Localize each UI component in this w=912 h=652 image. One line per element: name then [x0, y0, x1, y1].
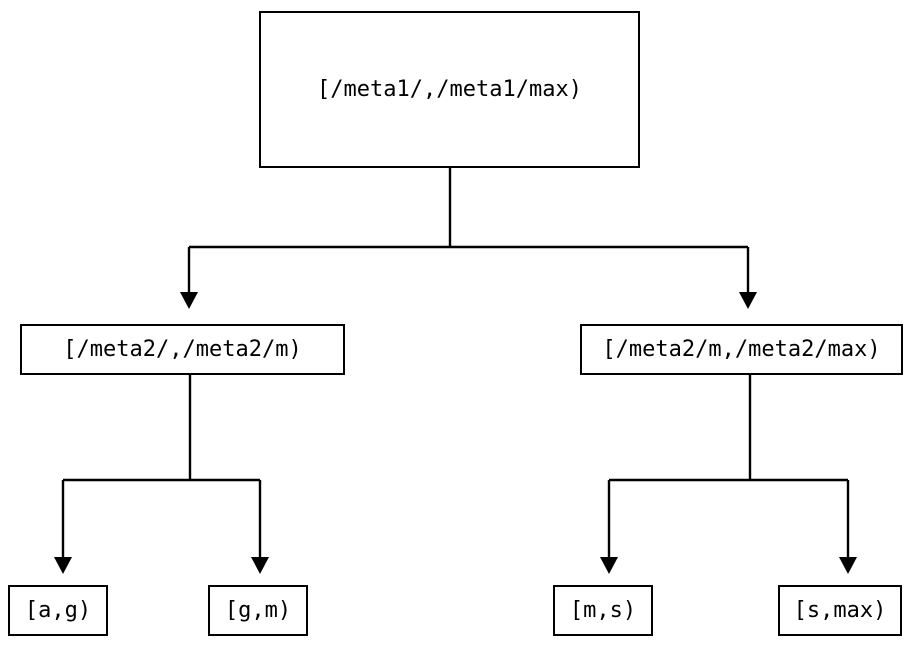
node-mid-left[interactable]: [/meta2/,/meta2/m) [20, 324, 345, 375]
node-mid-left-label: [/meta2/,/meta2/m) [63, 336, 302, 362]
node-leaf-m-s-label: [m,s) [569, 597, 637, 623]
node-root-label: [/meta1/,/meta1/max) [317, 76, 582, 102]
node-leaf-g-m[interactable]: [g,m) [208, 585, 308, 636]
node-leaf-s-max[interactable]: [s,max) [778, 585, 902, 636]
node-leaf-g-m-label: [g,m) [224, 597, 292, 623]
node-leaf-a-g[interactable]: [a,g) [8, 585, 108, 636]
node-leaf-a-g-label: [a,g) [24, 597, 92, 623]
node-leaf-s-max-label: [s,max) [793, 597, 887, 623]
node-leaf-m-s[interactable]: [m,s) [553, 585, 653, 636]
arrowhead-leaf-gm [251, 557, 269, 574]
arrowhead-leaf-smax [839, 557, 857, 574]
node-mid-right-label: [/meta2/m,/meta2/max) [602, 336, 881, 362]
arrowhead-mid-right [739, 292, 757, 309]
arrowhead-leaf-ms [600, 557, 618, 574]
node-root[interactable]: [/meta1/,/meta1/max) [259, 11, 640, 168]
arrowhead-mid-left [180, 292, 198, 309]
arrowhead-leaf-ag [54, 557, 72, 574]
node-mid-right[interactable]: [/meta2/m,/meta2/max) [580, 324, 903, 375]
